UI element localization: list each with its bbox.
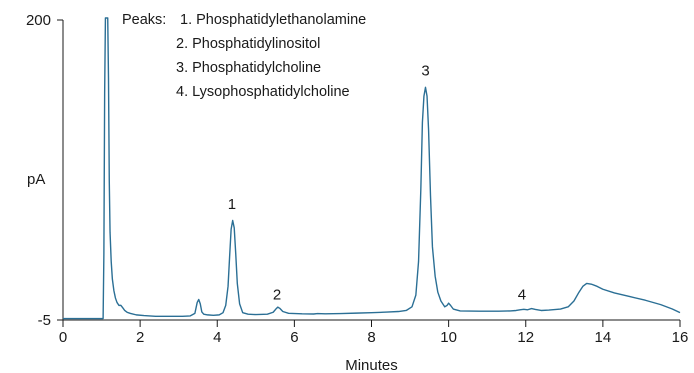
y-tick-label: 200: [26, 12, 51, 29]
x-tick-label: 2: [136, 329, 144, 346]
peak-label-3: 3: [421, 63, 429, 80]
x-axis-label: Minutes: [345, 357, 398, 373]
peak-label-2: 2: [273, 287, 281, 304]
legend-header: Peaks:: [122, 12, 166, 28]
y-tick-label: -5: [38, 312, 51, 329]
legend-entry: 2. Phosphatidylinositol: [176, 36, 320, 52]
x-tick-label: 6: [290, 329, 298, 346]
x-tick-label: 4: [213, 329, 221, 346]
legend: Peaks: 1. Phosphatidylethanolamine 2. Phos…: [122, 12, 366, 100]
peak-label-4: 4: [518, 287, 526, 304]
legend-entry: 1. Phosphatidylethanolamine: [180, 12, 366, 28]
x-tick-label: 0: [59, 329, 67, 346]
legend-entry: 3. Phosphatidylcholine: [176, 60, 321, 76]
x-tick-label: 16: [672, 329, 689, 346]
axes: [62, 20, 680, 321]
x-tick-label: 14: [595, 329, 612, 346]
x-tick-label: 10: [440, 329, 457, 346]
x-tick-label: 12: [517, 329, 534, 346]
y-axis-label: pA: [27, 171, 45, 188]
peak-labels: 1 2 3 4: [228, 63, 526, 304]
chromatogram-trace: [63, 17, 681, 320]
peak-label-1: 1: [228, 196, 236, 213]
x-tick-label: 8: [367, 329, 375, 346]
legend-entry: 4. Lysophosphatidylcholine: [176, 84, 350, 100]
